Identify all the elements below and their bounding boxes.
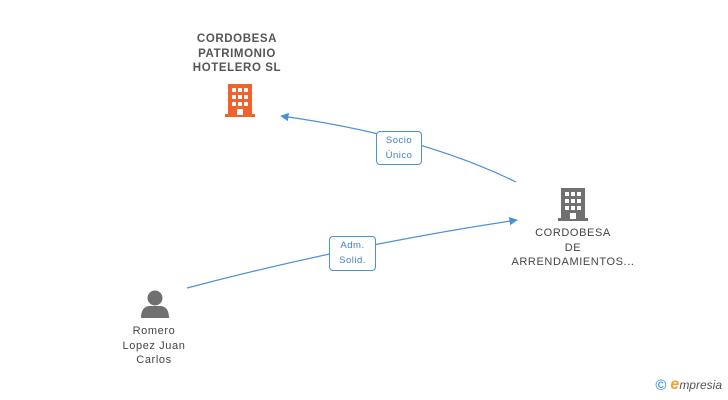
copyright-icon: © bbox=[655, 376, 667, 394]
edge-label-adm-solid: Adm. Solid. bbox=[329, 236, 376, 271]
company-main-label[interactable]: CORDOBESA PATRIMONIO HOTELERO SL bbox=[192, 33, 282, 74]
edge-label-socio-unico: Socio Único bbox=[376, 131, 422, 165]
building-icon[interactable] bbox=[558, 188, 588, 221]
company-other-label[interactable]: CORDOBESA DE ARRENDAMIENTOS... bbox=[511, 227, 635, 268]
building-icon[interactable] bbox=[225, 84, 255, 117]
empresia-logo: © empresia bbox=[655, 376, 722, 394]
person-icon[interactable] bbox=[141, 290, 169, 319]
person-label[interactable]: Romero Lopez Juan Carlos bbox=[122, 325, 186, 366]
